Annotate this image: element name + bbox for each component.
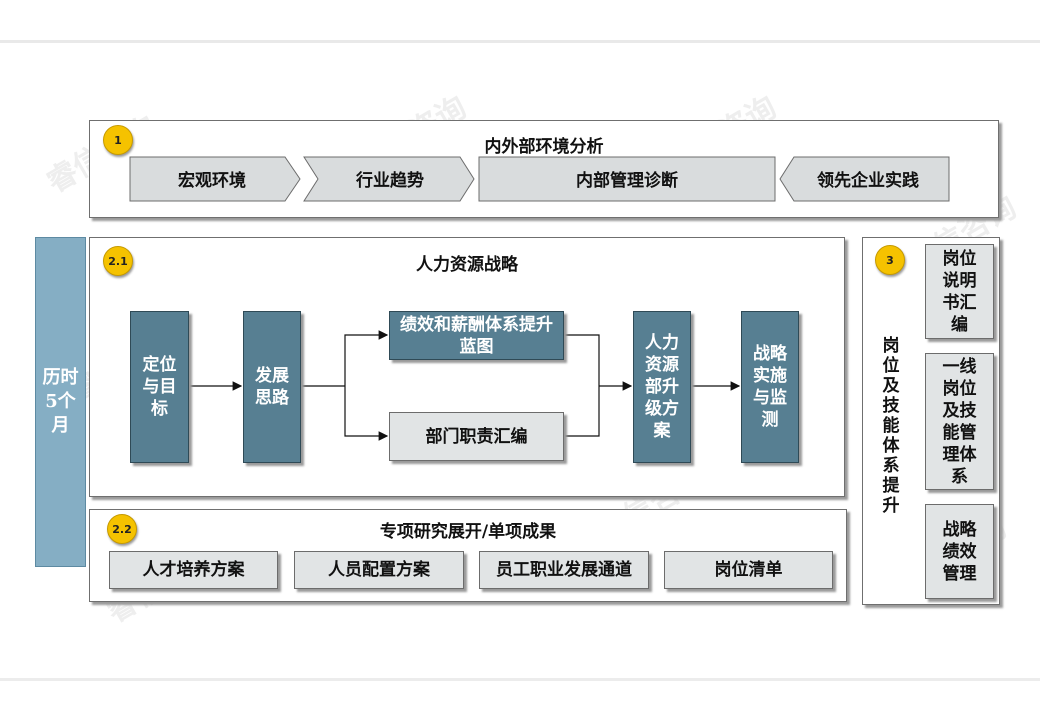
chevron-macro (129, 156, 301, 202)
node-positioning-label: 定位与目标 (142, 355, 177, 419)
chevron-leading-practice (779, 156, 950, 202)
item-label: 一线岗位及技能管理体系 (942, 356, 977, 487)
duration-label: 历时5个月 (42, 367, 79, 436)
section-badge: 2.1 (103, 246, 133, 276)
section-title: 内外部环境分析 (484, 137, 604, 157)
result-talent-training: 人才培养方案 (109, 551, 278, 589)
duration-sidebar: 历时5个月 (35, 237, 86, 567)
node-blueprint-label: 绩效和薪酬体系提升蓝图 (400, 314, 553, 357)
node-hr-plan-label: 人力资源部升级方案 (645, 333, 679, 441)
node-hr-plan: 人力资源部升级方案 (633, 311, 691, 463)
result-staffing: 人员配置方案 (294, 551, 464, 589)
node-blueprint: 绩效和薪酬体系提升蓝图 (389, 311, 564, 360)
chevron-leading-practice-label: 领先企业实践 (817, 170, 919, 191)
box-internal-diagnosis (478, 156, 776, 202)
node-duties: 部门职责汇编 (389, 412, 564, 461)
box-internal-diagnosis-label: 内部管理诊断 (576, 170, 678, 191)
result-label: 岗位清单 (714, 560, 783, 580)
item-strategic-performance: 战略绩效管理 (925, 504, 994, 599)
section-badge: 2.2 (107, 514, 137, 544)
connector (564, 334, 600, 386)
node-duties-label: 部门职责汇编 (425, 426, 528, 447)
node-thinking-label: 发展思路 (255, 366, 289, 408)
result-label: 人才培养方案 (142, 560, 245, 580)
item-label: 岗位说明书汇编 (942, 248, 977, 335)
section-badge: 3 (875, 245, 905, 275)
bottom-divider (0, 678, 1040, 681)
section-badge: 1 (103, 125, 133, 155)
item-frontline-skills: 一线岗位及技能管理体系 (925, 353, 994, 490)
section-title: 人力资源战略 (416, 255, 518, 275)
top-divider (0, 40, 1040, 43)
result-position-list: 岗位清单 (664, 551, 833, 589)
section-vertical-title: 岗位及技能体系提升 (882, 336, 900, 516)
chevron-macro-label: 宏观环境 (178, 170, 246, 191)
arrow (344, 330, 389, 386)
node-positioning: 定位与目标 (130, 311, 189, 463)
chevron-industry-label: 行业趋势 (355, 170, 424, 191)
connector (564, 386, 600, 437)
item-label: 战略绩效管理 (942, 519, 977, 584)
chevron-industry (303, 156, 475, 202)
node-strategy-label: 战略实施与监测 (753, 344, 787, 430)
result-career-path: 员工职业发展通道 (479, 551, 649, 589)
section-title: 专项研究展开/单项成果 (379, 522, 557, 542)
result-label: 人员配置方案 (328, 560, 430, 580)
arrow (344, 386, 389, 441)
result-label: 员工职业发展通道 (496, 560, 632, 580)
item-job-descriptions: 岗位说明书汇编 (925, 244, 994, 339)
node-thinking: 发展思路 (243, 311, 301, 463)
node-strategy: 战略实施与监测 (741, 311, 799, 463)
